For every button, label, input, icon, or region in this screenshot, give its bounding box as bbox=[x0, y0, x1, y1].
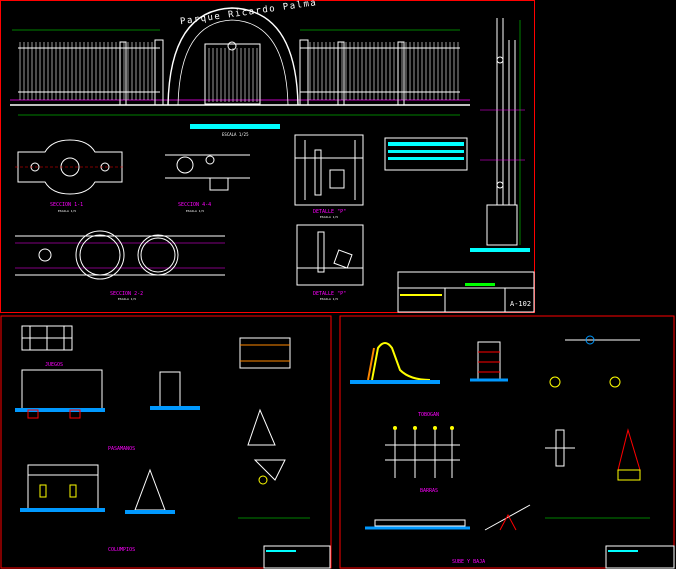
top-title-block: A-102 bbox=[397, 271, 535, 313]
section-1-1-title: SECCION 1-1 bbox=[50, 202, 83, 208]
section-4-4: SECCION 4-4 ESCALA 1/5 bbox=[165, 154, 250, 213]
fence-pickets-left bbox=[19, 42, 153, 100]
top-sheet-frame bbox=[0, 0, 535, 313]
section-4-4-title: SECCION 4-4 bbox=[178, 202, 211, 208]
detail-p-lower: DETALLE "P" ESCALA 1/5 bbox=[296, 224, 364, 301]
gate-arch bbox=[167, 7, 299, 106]
section-2-2-title: SECCION 2-2 bbox=[110, 291, 143, 297]
right-title-barras: BARRAS bbox=[420, 488, 438, 494]
right-title-tobogan: TOBOGAN bbox=[418, 412, 439, 418]
sheet-code: A-102 bbox=[510, 300, 531, 308]
detail-p-upper: DETALLE "P" ESCALA 1/5 bbox=[294, 134, 364, 219]
bottom-right-frame bbox=[339, 315, 675, 569]
bottom-right-sheet: TOBOGAN BARRAS SUBE Y BAJA bbox=[339, 315, 675, 569]
section-4-4-scale: ESCALA 1/5 bbox=[186, 209, 204, 213]
top-sheet: Parque Ricardo Palma ESCALA 1/25 bbox=[0, 0, 535, 313]
detail-p-upper-title: DETALLE "P" bbox=[313, 209, 346, 215]
legend-box bbox=[384, 137, 468, 171]
gate-bars bbox=[208, 48, 258, 102]
right-title-sube-y-baja: SUBE Y BAJA bbox=[452, 559, 485, 565]
bottom-left-frame bbox=[0, 315, 332, 569]
section-1-1: SECCION 1-1 ESCALA 1/5 bbox=[15, 139, 125, 213]
left-title-columpios: COLUMPIOS bbox=[108, 547, 135, 553]
section-2-2-scale: ESCALA 1/5 bbox=[118, 297, 136, 301]
left-title-pasamanos: PASAMANOS bbox=[108, 446, 135, 452]
fence-pickets-right bbox=[309, 42, 459, 100]
section-2-2: SECCION 2-2 ESCALA 1/5 bbox=[15, 230, 225, 301]
fence-elevation: Parque Ricardo Palma ESCALA 1/25 bbox=[10, 0, 470, 137]
detail-p-lower-title: DETALLE "P" bbox=[313, 291, 346, 297]
gate bbox=[204, 43, 261, 105]
vertical-section bbox=[470, 18, 530, 252]
left-title-juegos: JUEGOS bbox=[45, 362, 63, 368]
detail-p-lower-scale: ESCALA 1/5 bbox=[320, 297, 338, 301]
detail-p-upper-scale: ESCALA 1/5 bbox=[320, 215, 338, 219]
section-1-1-scale: ESCALA 1/5 bbox=[58, 209, 76, 213]
title-bar bbox=[190, 124, 280, 129]
bottom-left-sheet: JUEGOS PASAMANOS COLUMPIOS bbox=[0, 315, 332, 569]
main-scale: ESCALA 1/25 bbox=[222, 132, 249, 137]
